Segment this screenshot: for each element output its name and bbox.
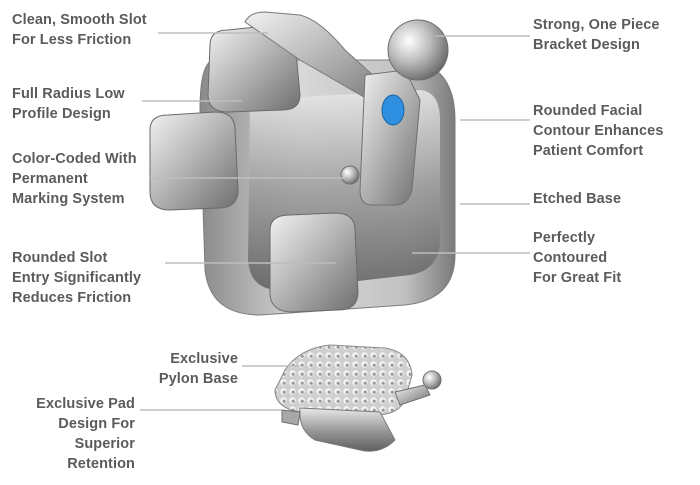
main-bracket-image bbox=[149, 11, 456, 316]
label-pylon-base: Exclusive Pylon Base bbox=[158, 351, 238, 387]
label-perfectly-contoured: Perfectly Contoured For Great Fit bbox=[533, 230, 622, 286]
label-one-piece: Strong, One Piece Bracket Design bbox=[533, 17, 660, 53]
label-etched-base: Etched Base bbox=[533, 191, 622, 207]
label-full-radius: Full Radius Low Profile Design bbox=[12, 86, 125, 122]
pad-bracket-image bbox=[274, 344, 442, 452]
label-color-coded: Color-Coded With Permanent Marking Syste… bbox=[12, 151, 137, 207]
label-exclusive-pad: Exclusive Pad Design For Superior Retent… bbox=[36, 396, 135, 472]
label-clean-smooth-slot: Clean, Smooth Slot For Less Friction bbox=[12, 12, 147, 48]
label-rounded-slot-entry: Rounded Slot Entry Significantly Reduces… bbox=[12, 250, 142, 306]
label-rounded-facial: Rounded Facial Contour Enhances Patient … bbox=[533, 103, 664, 159]
